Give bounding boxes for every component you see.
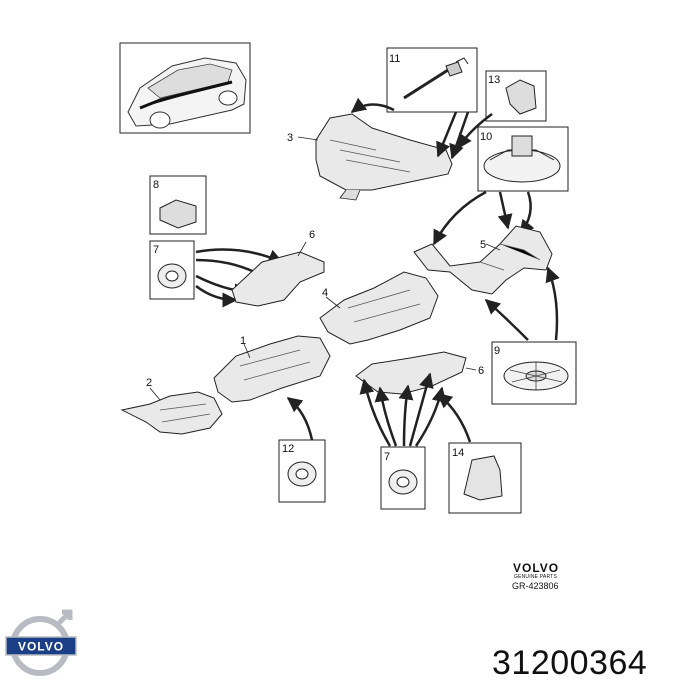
brand-name: VOLVO [513, 561, 560, 575]
callout-7-left: 7 [153, 244, 159, 256]
vehicle-thumbnail [119, 42, 251, 134]
callout-11: 11 [389, 53, 400, 65]
callout-14: 14 [452, 447, 464, 459]
heat-shield-part-4 [319, 271, 439, 345]
callout-10: 10 [480, 131, 492, 143]
callout-1: 1 [240, 335, 246, 347]
callout-7-lower: 7 [384, 451, 390, 463]
box-7-grommet-lower [380, 446, 426, 510]
box-12-grommet [278, 439, 326, 503]
volvo-logo-icon: VOLVO [5, 609, 77, 676]
heat-shield-part-5 [413, 225, 553, 295]
heat-shield-part-1 [213, 335, 331, 403]
callout-9: 9 [494, 345, 500, 357]
heat-shield-part-6-upper [231, 241, 325, 307]
box-9-clip [491, 341, 577, 405]
callout-3: 3 [287, 132, 293, 144]
heat-shield-part-3 [297, 113, 453, 201]
box-14-pad [448, 442, 522, 514]
callout-5: 5 [480, 239, 486, 251]
box-11-rivet [386, 47, 478, 113]
box-8-bracket [149, 175, 207, 235]
callout-12: 12 [282, 443, 294, 455]
callout-6-lower: 6 [478, 365, 484, 377]
callout-2: 2 [146, 377, 152, 389]
logo-wordmark: VOLVO [18, 640, 64, 654]
diagram-reference: GR-423806 [512, 581, 559, 591]
callout-8: 8 [153, 179, 159, 191]
part-number: 31200364 [492, 644, 648, 682]
heat-shield-part-2 [120, 387, 223, 435]
box-10-nut [477, 126, 569, 192]
callout-13: 13 [488, 74, 500, 86]
brand-subtitle: GENUINE PARTS [514, 574, 557, 580]
box-13-clip [485, 70, 547, 122]
callout-4: 4 [322, 287, 328, 299]
heat-shield-part-6-lower [355, 351, 477, 395]
callout-6-upper: 6 [309, 229, 315, 241]
box-7-grommet-left [149, 240, 195, 300]
